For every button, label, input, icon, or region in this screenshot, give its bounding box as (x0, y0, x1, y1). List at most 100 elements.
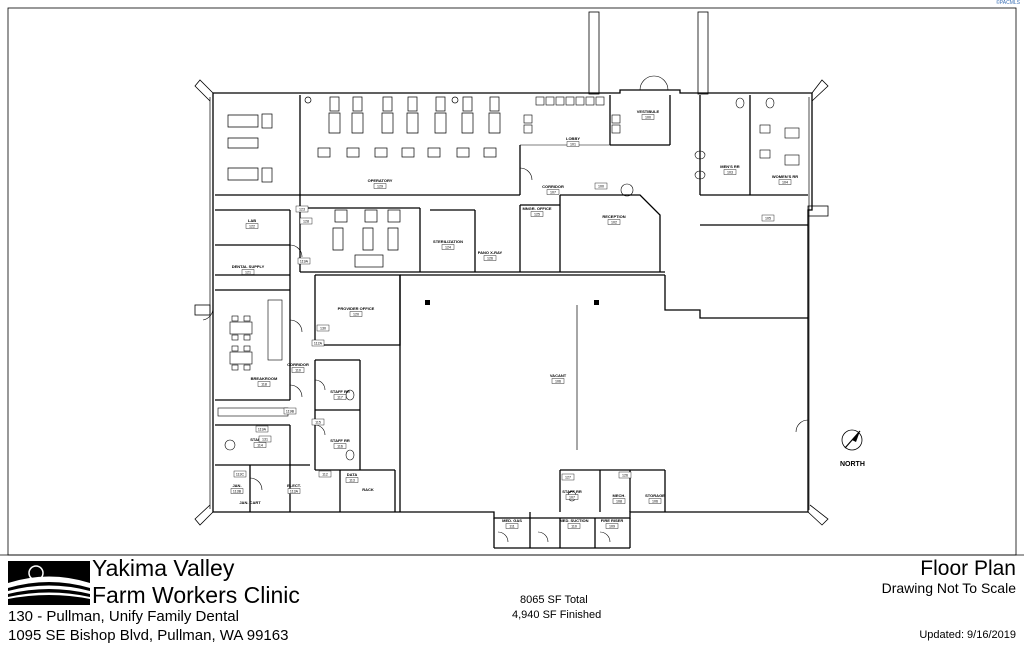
room-number-box (607, 219, 621, 225)
scale-note: Drawing Not To Scale (881, 580, 1016, 596)
room-name: JAN. (232, 483, 241, 488)
door-tags: 105100119A119B130115112113C1271231281261… (233, 182, 775, 481)
drawing-title: Floor Plan (920, 557, 1016, 580)
room-number: 111 (509, 525, 514, 529)
room-name: JAN. CART (239, 500, 261, 505)
room-name: MED. GAS (502, 518, 522, 523)
org-name-line1: Yakima Valley (92, 555, 235, 581)
door-tag: 112A (314, 342, 323, 346)
room-number-box (605, 523, 619, 529)
door-tag: 127 (565, 476, 571, 480)
room-number: 116 (337, 445, 343, 449)
room-name: CORRIDOR (287, 362, 309, 367)
room-name: STERILIZATION (433, 239, 463, 244)
room-name: CORRIDOR (542, 184, 564, 189)
door-tag: 113C (236, 473, 245, 477)
room-number-box (565, 494, 579, 500)
door-tag: 112 (322, 473, 328, 477)
room-number-box (778, 179, 792, 185)
room-number-box (333, 394, 347, 400)
door-tag-box (316, 324, 330, 332)
room-number: 106 (555, 380, 561, 384)
door-tag-box (618, 471, 632, 479)
door-tag-box (258, 435, 272, 443)
room-number: 106 (652, 500, 658, 504)
room-name: LAB (248, 218, 256, 223)
updated-date: Updated: 9/16/2019 (919, 629, 1016, 641)
room-number-box (441, 244, 455, 250)
room-number: 113B (233, 490, 242, 494)
sf-total: 8065 SF Total (520, 594, 588, 606)
room-name: MNGR. OFFICE (522, 206, 551, 211)
room-number-box (245, 223, 259, 229)
room-number-box (349, 311, 363, 317)
door-tag-box (318, 470, 332, 478)
door-tag-box (594, 182, 608, 190)
door-tag: 131 (262, 438, 268, 442)
door-tag-box (297, 257, 311, 265)
room-number-box (546, 189, 560, 195)
room-number-box (566, 141, 580, 147)
door-tag-box (295, 205, 309, 213)
sf-finished: 4,940 SF Finished (512, 609, 602, 621)
room-name: WOMEN'S RR (772, 174, 798, 179)
room-name: STAFF RR (330, 389, 350, 394)
room-number: 117 (337, 396, 343, 400)
room-number-box (230, 488, 244, 494)
building-walls (194, 11, 829, 549)
room-name: FIRE RISER (601, 518, 624, 523)
room-name: PANO X-RAY (478, 250, 503, 255)
room-number: 129 (377, 185, 383, 189)
north-label: NORTH (840, 461, 865, 468)
sheet-border (7, 7, 1017, 556)
room-number: 113 (349, 479, 355, 483)
room-number: 103 (727, 171, 733, 175)
room-name: OPERATORY (368, 178, 393, 183)
room-number: 101 (570, 143, 576, 147)
room-name: PROVIDER OFFICE (338, 306, 375, 311)
room-name: STORAGE (645, 493, 665, 498)
door-tag-box (299, 217, 313, 225)
room-number: 107 (569, 496, 575, 500)
room-name: STAFF RR (330, 438, 350, 443)
room-number: 110 (295, 369, 301, 373)
north-arrow: NORTH (840, 429, 865, 468)
room-number: 107 (550, 191, 556, 195)
room-number: 125 (534, 213, 540, 217)
room-name: RECEPTION (602, 214, 625, 219)
room-number-box (291, 367, 305, 373)
room-name: MED. SUCTION (559, 518, 588, 523)
room-number-box (648, 498, 662, 504)
room-name: BREAKROOM (251, 376, 278, 381)
door-tag: 130 (320, 327, 326, 331)
room-name: VACANT (550, 373, 567, 378)
door-tag-box (561, 473, 575, 481)
door-swings (202, 75, 809, 543)
room-number-box (483, 255, 497, 261)
room-number-box (530, 211, 544, 217)
room-name: DATA (347, 472, 358, 477)
room-number: 118 (261, 383, 267, 387)
door-tag-box (761, 214, 775, 222)
room-number-box (373, 183, 387, 189)
room-number: 114 (257, 444, 263, 448)
room-name: LOBBY (566, 136, 580, 141)
door-tag: 105 (765, 217, 771, 221)
room-number: 124 (445, 246, 451, 250)
room-name: MECH. (613, 493, 626, 498)
room-number-box (567, 523, 581, 529)
room-number-box (723, 169, 737, 175)
dental-chairs (227, 96, 501, 268)
org-name-line2: Farm Workers Clinic (92, 582, 300, 608)
room-number-box (612, 498, 626, 504)
room-number: 126 (487, 257, 493, 261)
door-tag: 119A (258, 428, 267, 432)
room-number-box (345, 477, 359, 483)
room-number: 110 (571, 525, 577, 529)
room-number: 104 (782, 181, 788, 185)
room-number: 109 (609, 525, 615, 529)
room-number: 113A (290, 490, 299, 494)
room-name: MEN'S RR (720, 164, 740, 169)
door-tag-box (283, 407, 297, 415)
room-number-box (551, 378, 565, 384)
